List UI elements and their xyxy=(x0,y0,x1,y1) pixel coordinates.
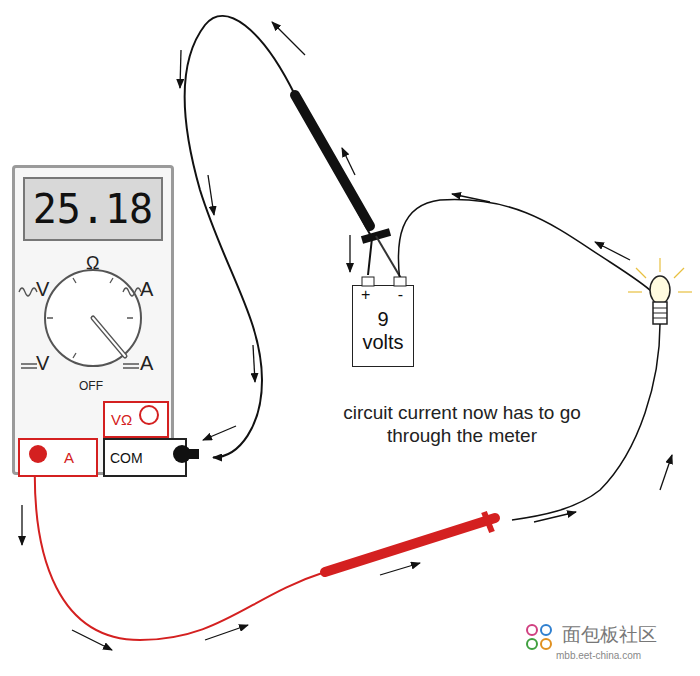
battery: + - 9 volts xyxy=(352,285,414,367)
jack-box: COM xyxy=(103,438,187,477)
dial-label: OFF xyxy=(79,379,103,393)
terminal-sign: + xyxy=(361,286,370,304)
display-reading: 25.18 xyxy=(33,186,153,232)
battery-terminal xyxy=(352,275,414,287)
jack-label: COM xyxy=(110,450,143,466)
jack-socket xyxy=(169,441,199,471)
dial-label: A xyxy=(140,278,153,301)
multimeter-body: 25.18VΩACOM xyxy=(12,165,174,475)
dial-label: V xyxy=(36,278,49,301)
jack-box: VΩ xyxy=(103,401,169,438)
black-test-lead xyxy=(185,16,372,458)
red-probe xyxy=(325,518,495,572)
jack-label: A xyxy=(64,449,74,466)
red-wire xyxy=(35,460,325,640)
watermark: 面包板社区 xyxy=(562,622,657,648)
light-bulb xyxy=(628,258,692,324)
jack-socket xyxy=(134,402,164,432)
black-probe xyxy=(295,95,370,226)
wire xyxy=(398,200,652,292)
battery-voltage: 9 volts xyxy=(353,308,413,354)
current-arrow xyxy=(22,22,672,650)
dial-label: Ω xyxy=(86,253,99,274)
dial-label: V xyxy=(36,352,49,375)
terminal-sign: - xyxy=(398,286,403,304)
watermark-logo xyxy=(527,625,551,649)
note: circuit current now has to go through th… xyxy=(314,402,610,448)
probe-guard xyxy=(484,512,492,532)
lcd-display: 25.18 xyxy=(23,177,163,241)
jack-label: VΩ xyxy=(111,411,132,428)
jack-box: A xyxy=(18,438,98,477)
dial-label: A xyxy=(140,352,153,375)
watermark: mbb.eet-china.com xyxy=(556,650,641,661)
jack-socket xyxy=(23,441,53,471)
